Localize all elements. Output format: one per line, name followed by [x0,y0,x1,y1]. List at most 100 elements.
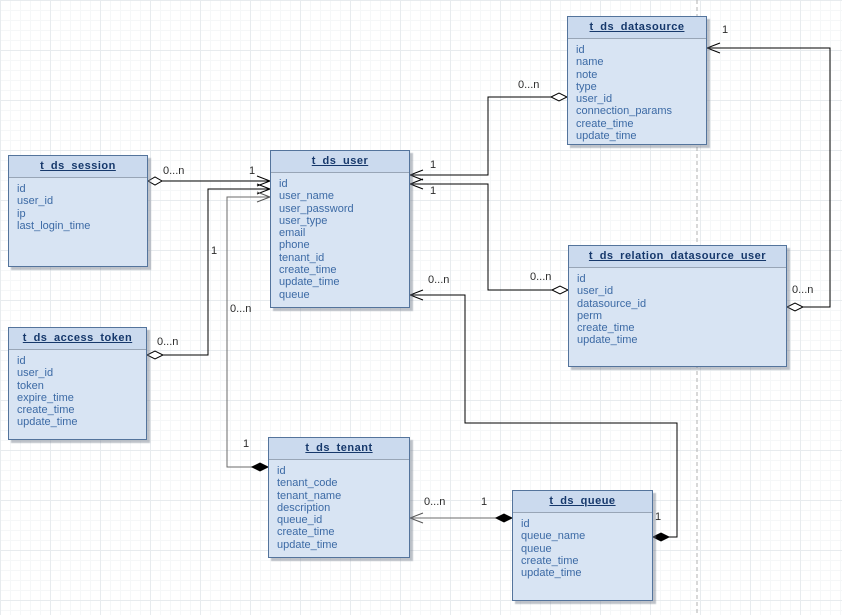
arrowhead-into-datasource [705,42,721,54]
field: note [576,68,598,81]
cardinality-label: 0...n [163,165,185,177]
entity-t-ds-session[interactable]: t_ds_session id user_id ip last_login_ti… [8,155,148,267]
field: ip [17,207,26,220]
composition-diamond-tenant [250,462,270,472]
cardinality-label: 0...n [792,284,814,296]
field: create_time [277,526,335,539]
field: user_type [279,214,328,227]
field: token [17,379,44,392]
field: type [576,80,597,93]
field: create_time [577,322,635,335]
aggregation-diamond-session [146,176,164,186]
cardinality-label: 1 [249,165,256,177]
field: create_time [576,117,634,130]
field: queue_name [521,530,586,543]
field: id [521,518,530,530]
cardinality-label: 1 [655,511,662,523]
arrowhead-into-user [408,169,424,181]
cardinality-label: 1 [243,438,250,450]
arrowhead-into-user [408,289,424,301]
field: update_time [17,416,78,429]
entity-title: t_ds_user [271,151,409,173]
field: queue_id [277,514,323,527]
aggregation-diamond-datasource [549,92,569,102]
field: update_time [277,538,338,551]
aggregation-diamond-relation-right [785,302,805,312]
field: user_id [17,195,54,208]
field: user_name [279,190,335,203]
cardinality-label: 0...n [428,274,450,286]
field: expire_time [17,391,74,404]
entity-title: t_ds_queue [513,491,652,513]
entity-title: t_ds_datasource [568,17,706,39]
field: email [279,227,306,240]
composition-diamond-queue-right [651,532,671,542]
field: id [577,273,586,285]
cardinality-label: 1 [211,245,218,257]
field: last_login_time [17,219,91,232]
field: update_time [576,130,637,143]
entity-title: t_ds_session [9,156,147,178]
field: user_id [17,367,54,380]
entity-t-ds-user[interactable]: t_ds_user id user_name user_password use… [270,150,410,308]
entity-t-ds-access-token[interactable]: t_ds_access_token id user_id token expir… [8,327,147,440]
entity-field-list: id tenant_code tenant_name description q… [269,460,409,551]
connector-access-token-user[interactable] [163,188,270,356]
field: id [17,355,26,367]
field: tenant_code [277,477,338,490]
connector-user-relation[interactable] [410,183,552,291]
composition-diamond-queue-left [494,513,514,523]
field: user_id [576,93,613,106]
field: queue [521,542,552,555]
entity-field-list: id name note type user_id connection_par… [568,39,706,142]
entity-field-list: id queue_name queue create_time update_t… [513,513,652,579]
field: update_time [279,276,340,289]
field: id [576,44,585,56]
field: datasource_id [577,297,647,310]
field: update_time [521,567,582,580]
connector-datasource-relation[interactable] [707,47,831,308]
connector-user-datasource[interactable] [410,96,551,176]
cardinality-label: 0...n [230,303,252,315]
aggregation-diamond-access-token [145,350,165,360]
field: tenant_name [277,489,342,502]
entity-t-ds-relation-datasource-user[interactable]: t_ds_relation_datasource_user id user_id… [568,245,787,367]
cardinality-label: 0...n [530,271,552,283]
field: queue [279,288,310,301]
field: id [277,465,286,477]
field: phone [279,239,310,252]
field: perm [577,309,603,322]
connector-tenant-user[interactable] [226,196,270,468]
field: id [279,178,288,190]
field: create_time [521,554,579,567]
field: user_id [577,285,614,298]
field: connection_params [576,105,673,118]
arrowhead-into-user [408,178,424,190]
cardinality-label: 1 [430,159,437,171]
entity-t-ds-queue[interactable]: t_ds_queue id queue_name queue create_ti… [512,490,653,601]
cardinality-label: 1 [481,496,488,508]
aggregation-diamond-relation-left [550,285,570,295]
arrowhead-into-tenant [408,512,424,524]
field: description [277,501,331,514]
entity-title: t_ds_relation_datasource_user [569,246,786,268]
field: id [17,183,26,195]
field: tenant_id [279,251,325,264]
field: update_time [577,334,638,347]
entity-field-list: id user_id datasource_id perm create_tim… [569,268,786,347]
entity-t-ds-tenant[interactable]: t_ds_tenant id tenant_code tenant_name d… [268,437,410,558]
cardinality-label: 0...n [157,336,179,348]
entity-field-list: id user_id ip last_login_time [9,178,147,232]
cardinality-label: 0...n [424,496,446,508]
field: user_password [279,202,354,215]
cardinality-label: 0...n [518,79,540,91]
connector-user-queue[interactable] [410,294,678,538]
field: name [576,56,604,69]
field: create_time [17,404,75,417]
cardinality-label: 1 [430,185,437,197]
entity-t-ds-datasource[interactable]: t_ds_datasource id name note type user_i… [567,16,707,145]
field: create_time [279,264,337,277]
entity-field-list: id user_name user_password user_type ema… [271,173,409,301]
